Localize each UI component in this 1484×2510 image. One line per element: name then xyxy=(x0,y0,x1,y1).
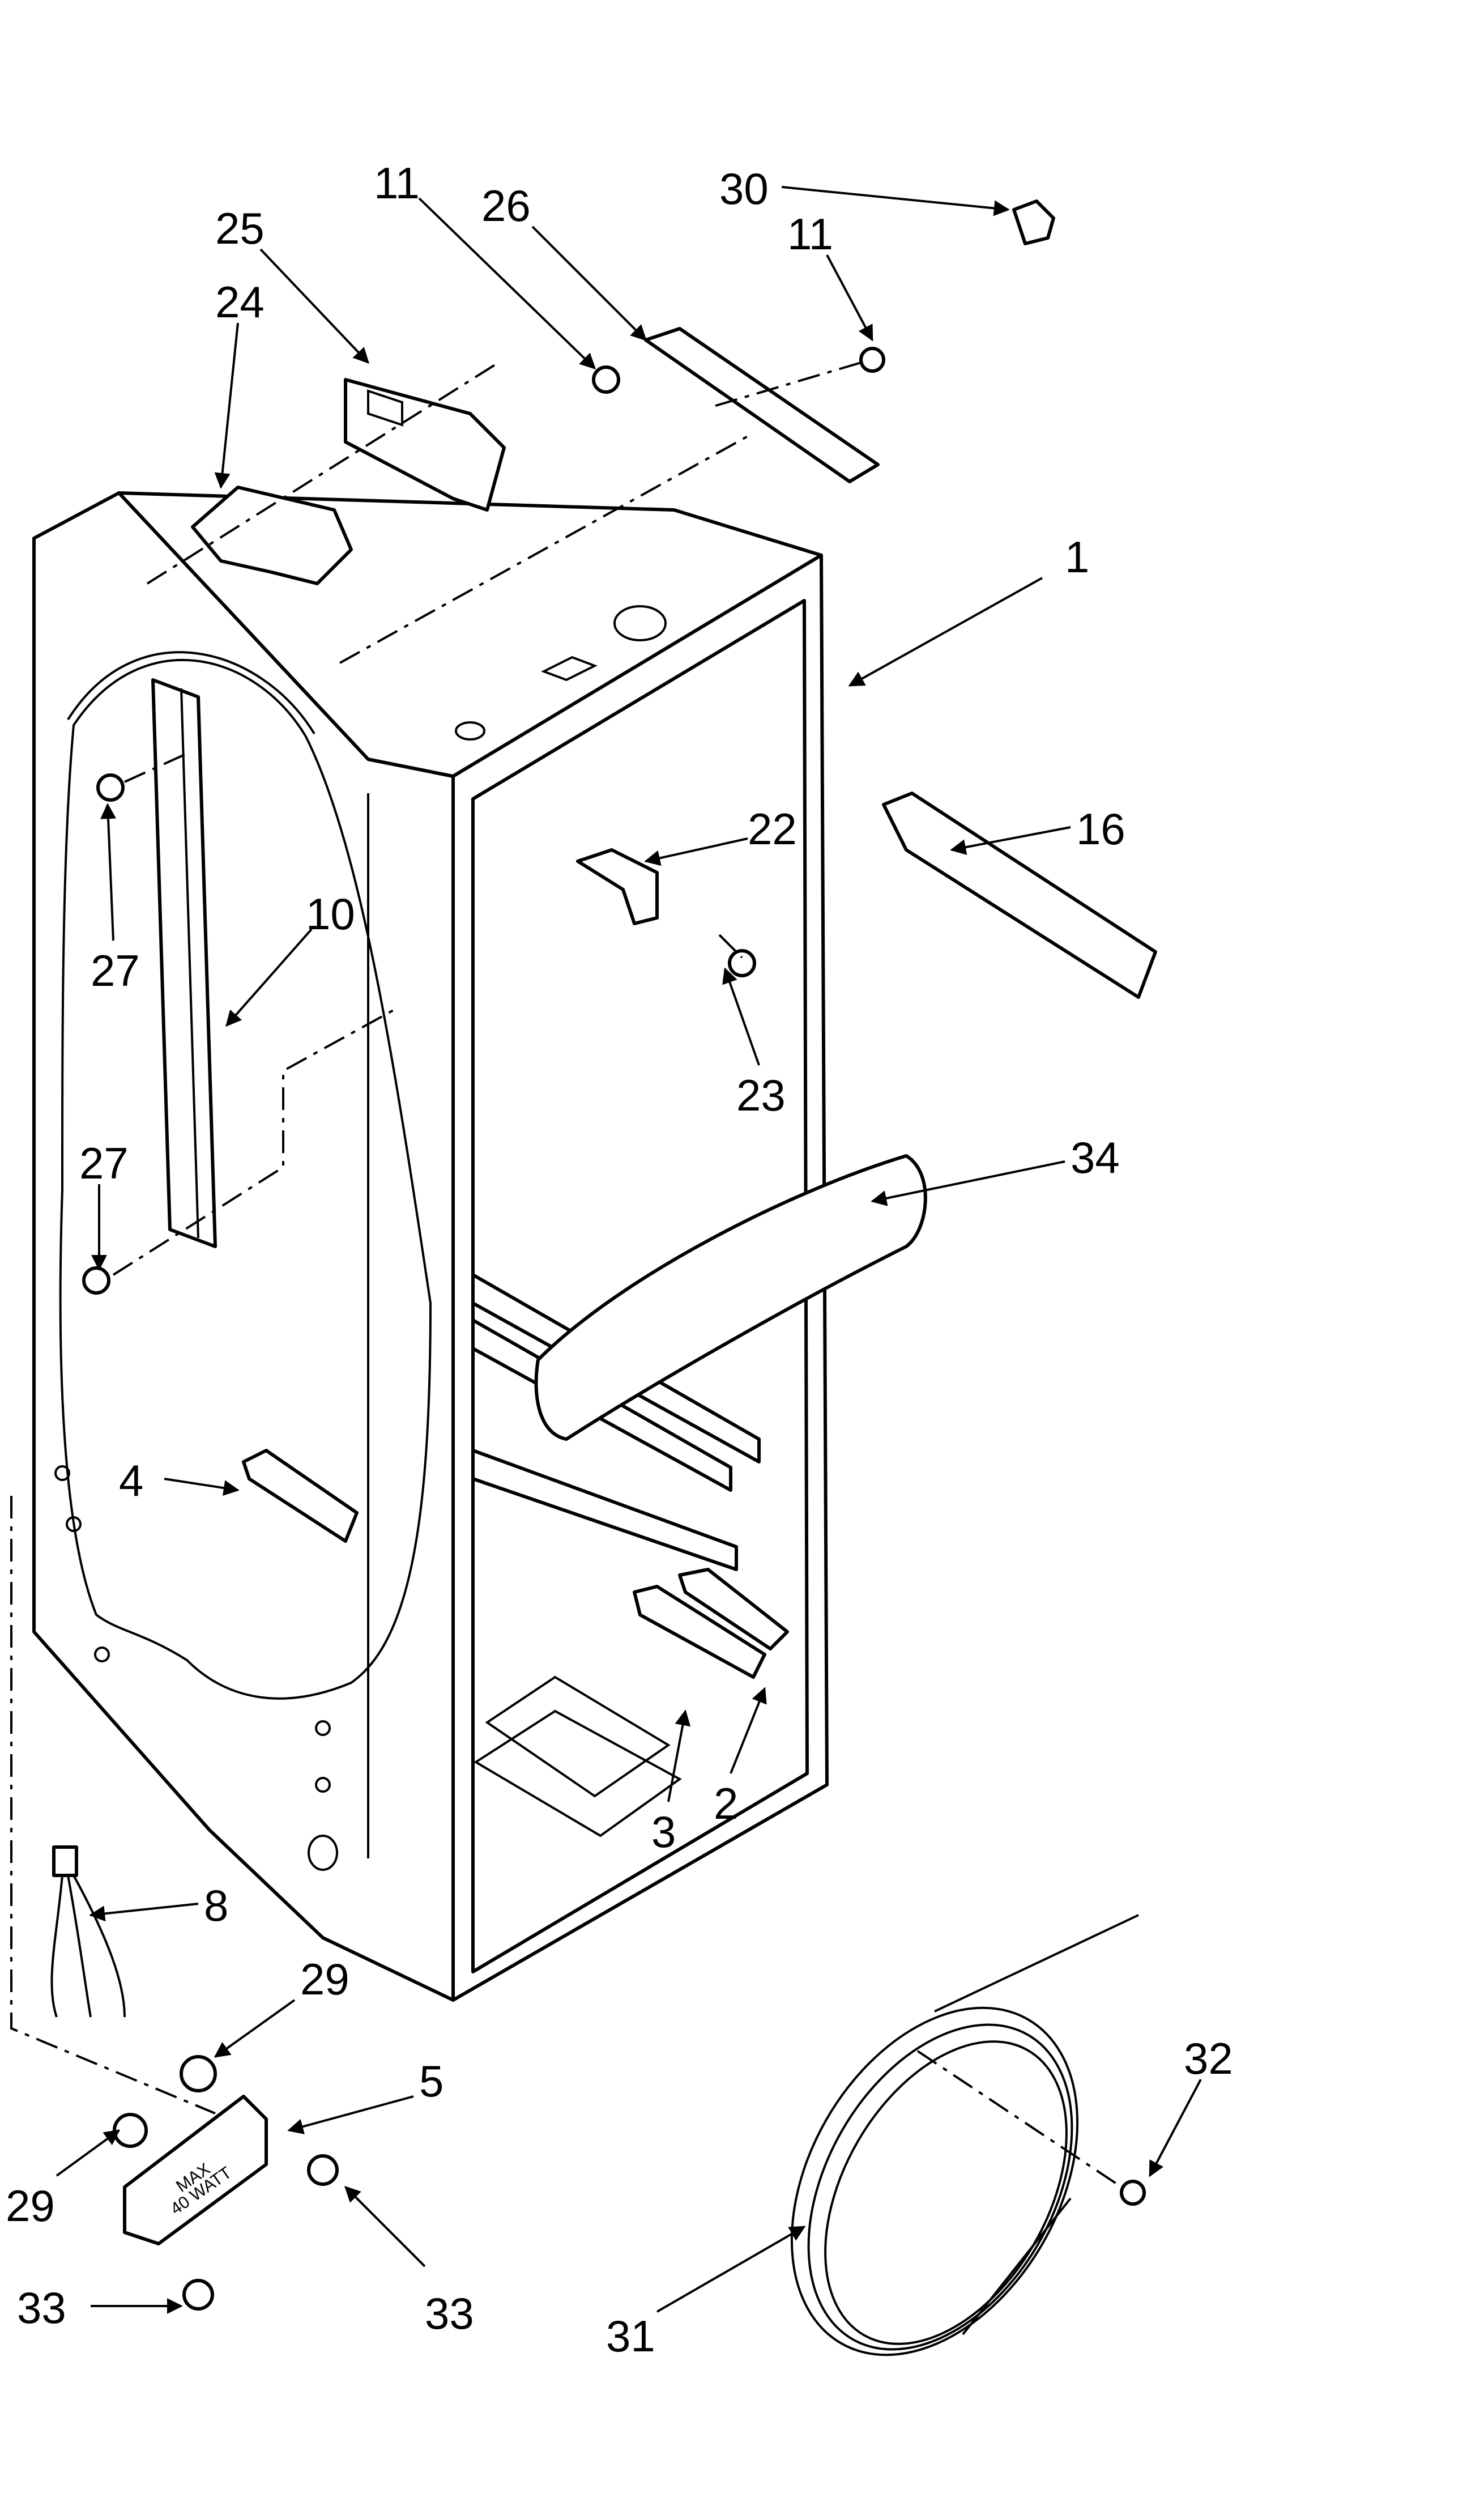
screw-33-right xyxy=(307,2154,339,2186)
screw-27-upper xyxy=(96,773,125,802)
callout-24: 24 xyxy=(215,277,265,327)
callout-30: 30 xyxy=(719,164,769,214)
leader-16 xyxy=(950,826,1071,856)
wire-harness xyxy=(50,1845,126,2018)
callout-32: 32 xyxy=(1184,2033,1233,2083)
assembly-line xyxy=(718,934,743,959)
callout-29b: 29 xyxy=(6,2181,55,2231)
callout-27a: 27 xyxy=(91,946,140,996)
callout-11b: 11 xyxy=(787,209,833,259)
leader-23 xyxy=(722,967,760,1066)
assembly-line xyxy=(916,2050,1123,2188)
callout-34: 34 xyxy=(1071,1133,1120,1182)
assembly-line xyxy=(124,752,187,783)
leader-25 xyxy=(259,248,369,364)
leader-4 xyxy=(164,1478,240,1496)
assembly-line xyxy=(146,361,500,585)
callout-29a: 29 xyxy=(300,1954,349,2004)
callout-27b: 27 xyxy=(79,1138,129,1188)
bracket-2 xyxy=(678,1568,789,1650)
light-socket: MAX 40 WATT xyxy=(123,2095,268,2245)
callout-16: 16 xyxy=(1076,804,1125,854)
leader-11b xyxy=(826,254,873,342)
cover-tube xyxy=(534,1154,927,1441)
leader-11a xyxy=(418,197,596,369)
bracket xyxy=(576,848,659,925)
screw-33-left xyxy=(182,2279,214,2311)
callout-2: 2 xyxy=(714,1779,738,1828)
leader-33a xyxy=(344,2186,426,2267)
leader-26 xyxy=(531,226,647,341)
callout-23: 23 xyxy=(736,1070,786,1120)
callout-1: 1 xyxy=(1065,532,1089,582)
screw-11-right xyxy=(859,347,885,373)
callout-8: 8 xyxy=(204,1881,228,1930)
leader-10 xyxy=(225,928,313,1027)
bracket-3 xyxy=(633,1585,766,1679)
callout-5: 5 xyxy=(419,2056,444,2106)
leader-34 xyxy=(871,1160,1065,1206)
callout-11a: 11 xyxy=(374,158,420,208)
callout-4: 4 xyxy=(119,1456,143,1505)
leader-2 xyxy=(730,1687,767,1774)
callout-33b: 33 xyxy=(17,2283,66,2333)
vent-grille xyxy=(242,1449,359,1543)
screw-32 xyxy=(1120,2180,1146,2206)
assembly-line xyxy=(112,1007,397,1276)
water-tube-coil xyxy=(790,1914,1139,2356)
leader-22 xyxy=(644,837,748,866)
clip-29-lower xyxy=(113,2113,148,2148)
callout-31: 31 xyxy=(606,2311,655,2361)
callout-26: 26 xyxy=(481,181,531,231)
callout-3: 3 xyxy=(651,1807,676,1857)
top-trim xyxy=(644,327,880,483)
clip-icon xyxy=(1012,199,1055,245)
assembly-line xyxy=(10,1496,216,2115)
screw-23 xyxy=(728,949,756,977)
shelf-rail xyxy=(151,678,217,1248)
leader-8 xyxy=(89,1903,199,1922)
assembly-line xyxy=(339,435,748,664)
leader-3 xyxy=(667,1709,691,1802)
leader-27a xyxy=(100,803,117,941)
leader-1 xyxy=(848,577,1043,687)
leader-5 xyxy=(287,2095,414,2134)
cabinet-liner xyxy=(32,491,829,2002)
assembly-line xyxy=(707,361,862,409)
callout-22: 22 xyxy=(748,804,797,854)
leader-29b xyxy=(56,2129,121,2177)
callout-25: 25 xyxy=(215,203,265,253)
screw-11-left xyxy=(592,365,620,394)
leader-29a xyxy=(214,1999,296,2058)
leader-31 xyxy=(656,2226,806,2313)
leader-24 xyxy=(214,322,239,489)
callout-33a: 33 xyxy=(425,2288,474,2338)
clip-29-upper xyxy=(180,2055,217,2092)
control-housing xyxy=(191,378,506,585)
leader-30 xyxy=(781,186,1010,216)
screw-27-lower xyxy=(82,1266,110,1295)
leader-32 xyxy=(1149,2079,1202,2177)
callout-10: 10 xyxy=(306,889,355,939)
